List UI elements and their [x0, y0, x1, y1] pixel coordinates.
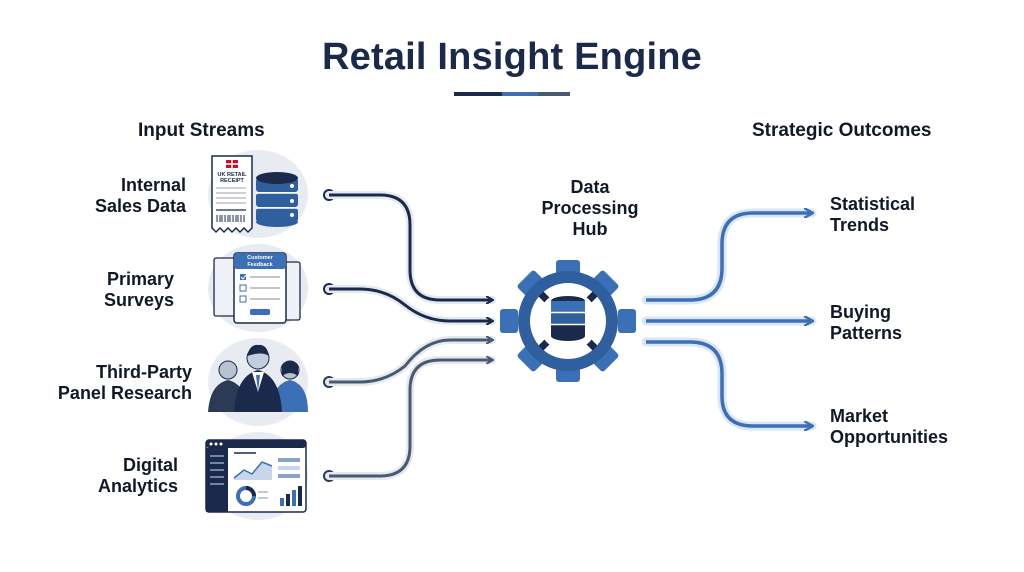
survey-form-icon: Customer Feedback [213, 252, 301, 324]
survey-subtitle: Feedback [247, 262, 273, 268]
receipt-title: UK RETAIL [218, 172, 248, 178]
people-group-icon [208, 344, 308, 412]
gear-icon [500, 260, 636, 382]
flow-line-third-party [329, 340, 492, 384]
analytics-dashboard-icon [205, 439, 307, 513]
receipt-database-icon: UK RETAIL RECEIPT [211, 155, 298, 234]
page-title: Retail Insight Engine [321, 36, 702, 78]
flow-line-internal-sales [329, 193, 492, 300]
flow-line-statistical-trends [646, 213, 812, 302]
inputs-heading: Input Streams [138, 120, 265, 141]
flow-line-market-opportunities [646, 340, 812, 426]
flow-line-digital-analytics [329, 360, 492, 478]
receipt-subtitle: RECEIPT [220, 178, 244, 184]
survey-title: Customer [247, 255, 274, 261]
outcomes-heading: Strategic Outcomes [752, 120, 932, 141]
flow-line-primary-surveys [329, 287, 492, 321]
